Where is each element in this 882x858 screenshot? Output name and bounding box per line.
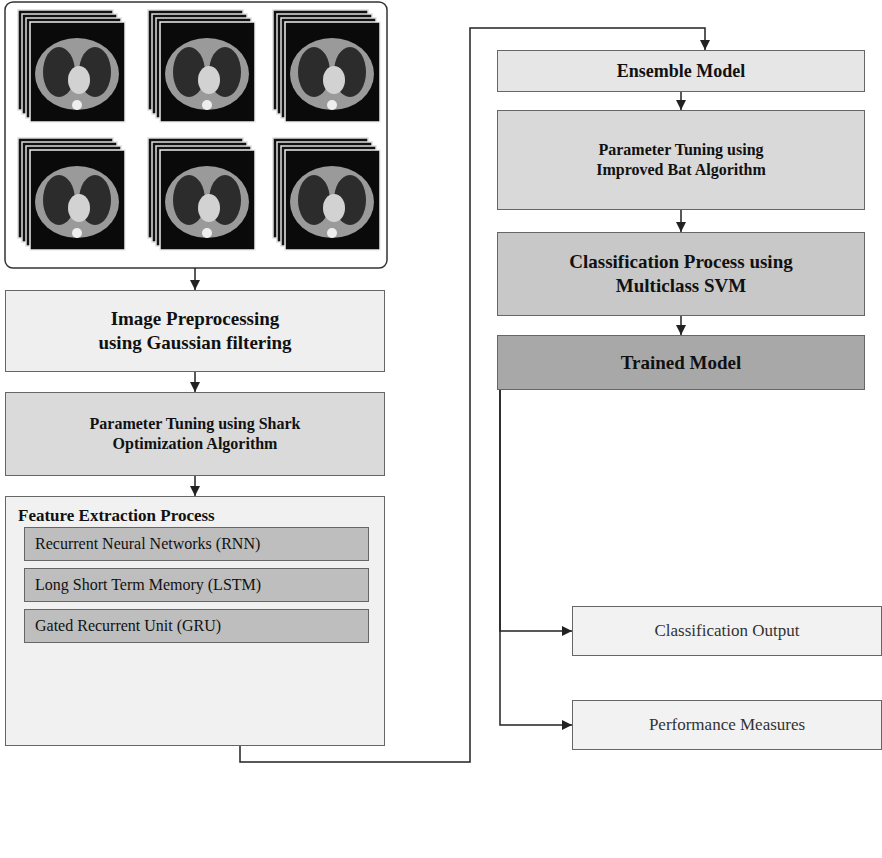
- ct-scan: [148, 10, 255, 122]
- input-arrow: [194, 268, 196, 290]
- process-box: Gated Recurrent Unit (GRU): [24, 609, 369, 643]
- process-box: Ensemble Model: [497, 50, 865, 92]
- box-label: Performance Measures: [649, 714, 805, 735]
- box-label: Parameter Tuning using Shark Optimizatio…: [70, 414, 320, 454]
- flow-arrow: [500, 390, 572, 631]
- box-label: Long Short Term Memory (LSTM): [35, 575, 261, 595]
- box-label: Trained Model: [621, 351, 742, 375]
- ct-scan: [273, 10, 380, 122]
- group-title: Feature Extraction Process: [18, 505, 372, 526]
- process-box: Classification Output: [572, 606, 882, 656]
- flow-arrow: [680, 210, 682, 232]
- box-label: Recurrent Neural Networks (RNN): [35, 534, 260, 554]
- process-box: Parameter Tuning using Improved Bat Algo…: [497, 110, 865, 210]
- ct-scan: [273, 138, 380, 250]
- process-box: Classification Process using Multiclass …: [497, 232, 865, 316]
- process-box: Long Short Term Memory (LSTM): [24, 568, 369, 602]
- process-box: Recurrent Neural Networks (RNN): [24, 527, 369, 561]
- process-box: Image Preprocessing using Gaussian filte…: [5, 290, 385, 372]
- flow-arrow: [680, 92, 682, 110]
- process-box: Performance Measures: [572, 700, 882, 750]
- box-label: Gated Recurrent Unit (GRU): [35, 616, 221, 636]
- box-label: Ensemble Model: [617, 60, 746, 83]
- group-box: Feature Extraction ProcessRecurrent Neur…: [5, 496, 385, 746]
- box-label: Classification Output: [655, 620, 800, 641]
- box-label: Image Preprocessing using Gaussian filte…: [90, 307, 300, 355]
- flow-arrow: [194, 372, 196, 392]
- image-set-frame: [5, 2, 387, 268]
- ct-scan: [18, 138, 125, 250]
- ct-scan: [18, 10, 125, 122]
- process-box: Parameter Tuning using Shark Optimizatio…: [5, 392, 385, 476]
- flow-arrow: [680, 316, 682, 335]
- process-box: Trained Model: [497, 335, 865, 390]
- box-label: Parameter Tuning using Improved Bat Algo…: [566, 140, 796, 180]
- ct-scan: [148, 138, 255, 250]
- flow-arrow: [194, 476, 196, 496]
- flow-arrow: [500, 390, 572, 725]
- box-label: Classification Process using Multiclass …: [566, 250, 796, 298]
